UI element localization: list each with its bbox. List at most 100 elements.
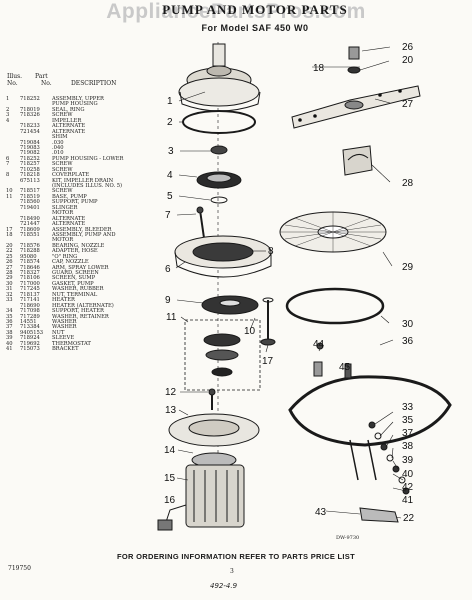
callout-27: 27 (402, 99, 414, 110)
lower-pump-housing (174, 235, 272, 278)
pump-base-gear (203, 333, 241, 377)
callout-3: 3 (168, 146, 174, 157)
legend-description: WASHER, RUBBER (52, 286, 104, 293)
page-number: 3 (230, 568, 234, 575)
callout-18: 18 (313, 63, 325, 74)
legend-description: WASHER, RETAINER (52, 313, 109, 320)
legend-description: NUT (52, 329, 65, 336)
callout-9: 9 (165, 295, 171, 306)
legend-row: 721447 ALTERNATE (6, 221, 156, 228)
legend-description: THERMOSTAT (52, 340, 91, 347)
legend-part-no: 718252 (20, 155, 40, 162)
legend-illus-no: 2 (6, 106, 10, 113)
legend-description: "O" RING (52, 253, 78, 260)
legend-header-description: DESCRIPTION (71, 80, 117, 87)
nozzle-cap (348, 46, 360, 60)
legend-part-no: 718560 (20, 199, 40, 206)
sump-screen (279, 211, 387, 253)
legend-description: KIT, IMPELLER DRAIN (52, 177, 114, 184)
legend-part-no: 717289 (20, 313, 40, 320)
callout-45: 45 (339, 362, 351, 373)
screen-guard (342, 145, 373, 176)
callout-42: 42 (402, 482, 414, 493)
legend-part-no: 719084 (20, 139, 40, 146)
legend-description: PUMP HOUSING - LOWER (52, 155, 124, 162)
legend-part-no: 721447 (20, 221, 40, 228)
legend-part-no: 718576 (20, 242, 40, 249)
callout-17: 17 (262, 356, 274, 367)
heater (288, 375, 452, 481)
legend-part-no: 718288 (20, 248, 40, 255)
legend-description: ALTERNATE (52, 128, 86, 135)
legend-description: CAP, NOZZLE (52, 259, 89, 266)
legend-part-no: 718519 (20, 193, 40, 200)
screw-12 (208, 388, 216, 410)
legend-description: BASE, PUMP (52, 193, 87, 200)
legend-part-no: 717141 (20, 297, 40, 304)
callout-14: 14 (164, 445, 176, 456)
callout-5: 5 (167, 191, 173, 202)
legend-part-no: 719083 (20, 144, 40, 151)
legend-description: GUARD, SCREEN (52, 270, 99, 276)
legend-description: .030 (52, 139, 64, 146)
legend-part-no: 718609 (20, 226, 40, 233)
legend-description: GASKET, PUMP (52, 280, 94, 287)
legend-part-no: 718326 (20, 112, 40, 119)
legend-description: SCREEN, SUMP (52, 275, 96, 282)
legend-part-no: 715073 (20, 346, 40, 353)
legend-description: SEAL, RING (52, 106, 85, 113)
callout-11: 11 (166, 312, 177, 323)
legend-illus-no: 29 (6, 275, 13, 282)
spray-arm (291, 85, 421, 129)
legend-part-no: 718252 (20, 96, 40, 102)
callout-7: 7 (165, 210, 171, 221)
legend-illus-no: 37 (6, 324, 13, 331)
hose-adapter (359, 507, 399, 523)
legend-description: WASHER (52, 318, 77, 325)
legend-description: BRACKET (52, 346, 79, 353)
legend-illus-no: 36 (6, 318, 13, 325)
callout-12: 12 (165, 387, 177, 398)
legend-description: COVERPLATE (52, 172, 90, 179)
callout-30: 30 (402, 319, 414, 330)
legend-description: SUPPORT, PUMP (52, 199, 98, 206)
legend-header-part: Part (35, 73, 48, 80)
legend-illus-no: 11 (6, 193, 13, 200)
legend-illus-no: 31 (6, 286, 13, 293)
legend-description: WASHER (52, 324, 77, 331)
legend-description: SCREW (52, 112, 73, 119)
heater-support (313, 361, 323, 377)
legend-part-no: 719692 (20, 340, 40, 347)
handwritten-mark: 492-4.9 (210, 582, 238, 590)
callout-4: 4 (167, 170, 173, 181)
legend-description: SLEEVE (52, 335, 75, 342)
legend-part-no: 718233 (20, 123, 40, 130)
legend-description: SHIM (52, 134, 68, 141)
callout-20: 20 (402, 55, 414, 66)
legend-row: SHIM (6, 134, 156, 141)
legend-row: 11 718519 BASE, PUMP (6, 193, 156, 200)
motor (157, 464, 245, 531)
legend-description: ALTERNATE (52, 123, 86, 130)
callout-6: 6 (165, 264, 171, 275)
callout-22: 22 (403, 513, 415, 524)
legend-part-no: 718690 (20, 302, 40, 309)
legend-description: ALTERNATE (52, 221, 86, 228)
callout-43: 43 (315, 507, 327, 518)
legend-description: SLINGER (52, 204, 78, 211)
